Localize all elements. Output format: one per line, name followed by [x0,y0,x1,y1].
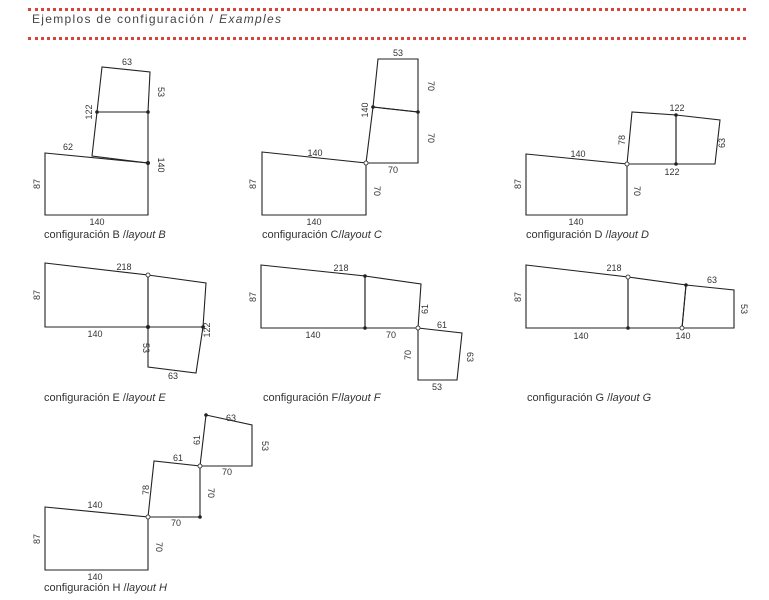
dim-label: 140 [675,331,690,341]
layout-h-caption: configuración H /layout H [44,582,167,594]
dim-label: 63 [717,138,727,148]
dim-label: 61 [420,304,430,314]
dim-label: 53 [141,343,151,353]
dim-label: 87 [32,290,42,300]
dim-label: 87 [32,534,42,544]
dim-label: 63 [707,275,717,285]
dim-label: 70 [372,186,382,196]
layout-g-corner-module [525,264,629,329]
dim-label: 70 [426,133,436,143]
dim-label: 140 [87,572,102,582]
layout-b-seat-module-1 [91,111,149,164]
layout-h-seat-module-2 [199,414,253,467]
dim-label: 70 [386,330,396,340]
layout-d-seat-module-2 [675,114,721,165]
dim-label: 87 [248,179,258,189]
title-english: Examples [219,12,283,26]
layout-d-seat-module-1 [626,111,677,165]
layout-c-caption: configuración C/layout C [262,229,382,241]
layout-c-seat-module-1 [365,106,419,164]
title-separator: / [205,12,220,26]
dim-label: 140 [87,329,102,339]
layout-e-seat-module-2 [147,326,204,374]
layout-g-seat-module-2 [681,284,735,329]
dim-label: 140 [568,217,583,227]
dim-label: 140 [305,330,320,340]
layout-h-seat-module-1 [147,460,201,518]
dim-label: 87 [513,179,523,189]
dim-label: 122 [84,104,94,119]
header-divider-bottom [28,37,746,40]
dim-label: 78 [617,135,627,145]
dim-label: 140 [360,102,370,117]
dim-label: 61 [437,320,447,330]
dim-label: 53 [393,48,403,58]
layout-c-seat-module-2 [372,58,419,113]
dim-label: 63 [168,371,178,381]
layout-f-caption: configuración F/layout F [263,392,382,404]
dim-label: 87 [32,179,42,189]
layout-g-seat-module-1 [627,276,687,329]
layout-e-corner-module [44,262,149,328]
dim-label: 61 [173,453,183,463]
dim-label: 70 [206,488,216,498]
layout-b-corner-module [44,152,149,216]
layout-b-caption: configuración B /layout B [44,229,166,241]
dim-label: 61 [192,435,202,445]
layout-e-caption: configuración E /layout E [44,392,166,404]
header-divider-top [28,8,746,11]
layout-d: 122 78 63 140 122 87 70 140 configuració… [513,103,727,241]
layout-g: 218 63 87 53 140 140 configuración G /la… [513,263,749,404]
dim-label: 70 [426,81,436,91]
dim-label: 140 [570,149,585,159]
dim-label: 70 [388,165,398,175]
layout-e: 218 87 140 122 53 63 configuración E /la… [32,262,212,404]
dim-label: 53 [432,382,442,392]
dim-label: 140 [87,500,102,510]
dim-label: 140 [573,331,588,341]
dim-label: 70 [632,186,642,196]
dim-label: 70 [403,350,413,360]
layout-h: 63 61 53 61 70 78 70 140 70 87 70 140 co… [32,413,270,594]
layout-h-corner-module [44,506,149,571]
dim-label: 140 [306,217,321,227]
dim-label: 218 [116,262,131,272]
dim-label: 63 [226,413,236,423]
layout-f-corner-module [260,264,366,329]
dim-label: 122 [202,322,212,337]
layout-f: 218 87 61 140 70 61 70 63 53 configuraci… [248,263,475,404]
dim-label: 140 [307,148,322,158]
dim-label: 218 [333,263,348,273]
dim-label: 70 [171,518,181,528]
dim-label: 63 [122,57,132,67]
dim-label: 140 [156,157,166,172]
dim-label: 70 [222,467,232,477]
page-title: Ejemplos de configuración / Examples [32,12,282,26]
layout-c-corner-module [261,151,367,216]
layout-b: 63 53 122 62 140 87 140 configuración B … [32,57,166,241]
layout-f-seat-module-2 [417,327,463,381]
layout-g-caption: configuración G /layout G [527,392,652,404]
layout-f-seat-module-1 [364,275,422,329]
layout-e-seat-module-1 [147,274,207,328]
dim-label: 87 [248,292,258,302]
dim-label: 87 [513,292,523,302]
dim-label: 70 [154,542,164,552]
layout-b-seat-module-2 [96,66,151,113]
layout-d-corner-module [525,153,628,216]
dim-label: 78 [141,485,151,495]
dim-label: 140 [89,217,104,227]
title-spanish: Ejemplos de configuración [32,12,206,26]
layout-d-caption: configuración D /layout D [526,229,649,241]
dim-label: 122 [669,103,684,113]
dim-label: 218 [606,263,621,273]
layout-c: 53 70 140 70 140 70 87 70 140 configurac… [248,48,436,241]
dim-label: 122 [664,167,679,177]
dim-label: 53 [156,87,166,97]
dim-label: 53 [260,441,270,451]
dim-label: 62 [63,142,73,152]
dim-label: 53 [739,304,749,314]
dim-label: 63 [465,352,475,362]
